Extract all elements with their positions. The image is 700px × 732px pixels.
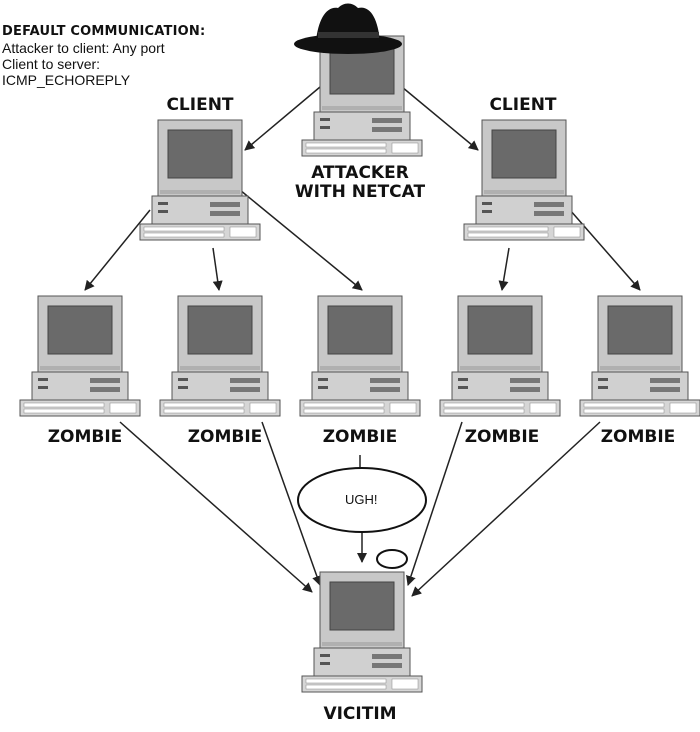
zombie-5-computer-icon bbox=[579, 295, 700, 417]
arrow-zombie-5-to-victim bbox=[411, 421, 601, 597]
legend-line-protocol: ICMP_ECHOREPLY bbox=[2, 72, 131, 88]
zombie-4-computer-icon bbox=[439, 295, 561, 417]
arrow-zombie-1-to-victim bbox=[119, 421, 313, 593]
legend-line-client-server: Client to server: bbox=[2, 56, 101, 72]
client-left-label: CLIENT bbox=[166, 95, 234, 115]
victim-computer-icon bbox=[301, 571, 423, 693]
victim-label: VICITIM bbox=[323, 704, 397, 724]
zombie-3-label: ZOMBIE bbox=[322, 427, 398, 447]
zombie-5-label: ZOMBIE bbox=[600, 427, 676, 447]
arrow-attacker-to-client-right bbox=[401, 86, 479, 151]
zombie-3-computer-icon bbox=[299, 295, 421, 417]
arrow-attacker-to-client-left bbox=[244, 86, 321, 151]
attacker-label: ATTACKER WITH NETCAT bbox=[294, 163, 426, 202]
arrow-zombie-4-to-victim bbox=[406, 421, 463, 586]
attacker-computer-icon bbox=[301, 35, 423, 157]
arrow-client-left-to-zombie-2 bbox=[212, 247, 223, 291]
zombie-2-computer-icon bbox=[159, 295, 281, 417]
legend-title: DEFAULT COMMUNICATION: bbox=[2, 24, 206, 39]
arrow-client-left-to-zombie-3 bbox=[239, 189, 363, 291]
arrow-zombie-2-to-victim bbox=[261, 421, 322, 586]
client-left-computer-icon bbox=[139, 119, 261, 241]
legend-line-attacker-client: Attacker to client: Any port bbox=[2, 40, 165, 56]
arrow-client-right-to-zombie-5 bbox=[569, 209, 641, 291]
zombie-1-label: ZOMBIE bbox=[47, 427, 123, 447]
fedora-hat-icon bbox=[294, 3, 402, 54]
communication-legend: DEFAULT COMMUNICATION: Attacker to clien… bbox=[2, 24, 205, 88]
arrow-client-right-to-zombie-4 bbox=[498, 247, 510, 291]
connection-arrows bbox=[84, 86, 641, 597]
zombie-2-label: ZOMBIE bbox=[187, 427, 263, 447]
speech-bubble-text: UGH! bbox=[345, 492, 378, 507]
arrow-client-left-to-zombie-1 bbox=[84, 209, 151, 291]
zombie-4-label: ZOMBIE bbox=[464, 427, 540, 447]
client-right-label: CLIENT bbox=[489, 95, 557, 115]
zombie-1-computer-icon bbox=[19, 295, 141, 417]
client-right-computer-icon bbox=[463, 119, 585, 241]
